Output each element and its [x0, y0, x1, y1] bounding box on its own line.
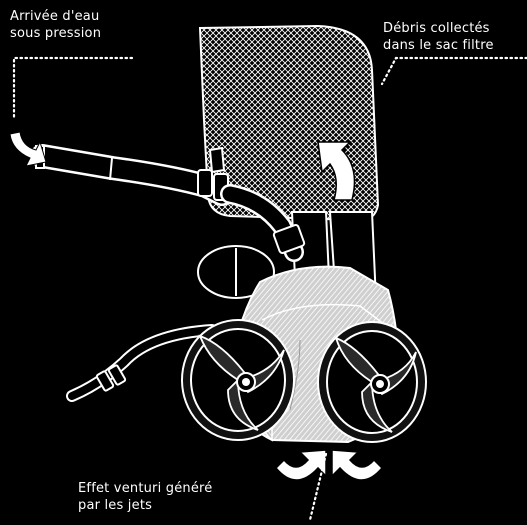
right-wheel — [318, 322, 426, 442]
debris-label: Débris collectés dans le sac filtre — [383, 20, 494, 54]
water-inlet-label-line2: sous pression — [10, 25, 101, 42]
venturi-label: Effet venturi généré par les jets — [78, 480, 213, 514]
rotation-arrow-icon — [332, 450, 382, 480]
water-inlet-label: Arrivée d'eau sous pression — [10, 8, 101, 42]
water-inlet-label-line1: Arrivée d'eau — [10, 8, 101, 25]
left-wheel — [182, 320, 294, 440]
debris-label-line2: dans le sac filtre — [383, 37, 494, 54]
debris-label-line1: Débris collectés — [383, 20, 494, 37]
curved-arrow-icon — [10, 132, 46, 166]
venturi-label-line2: par les jets — [78, 497, 213, 514]
rotation-arrow-icon — [276, 450, 326, 480]
venturi-label-line1: Effet venturi généré — [78, 480, 213, 497]
